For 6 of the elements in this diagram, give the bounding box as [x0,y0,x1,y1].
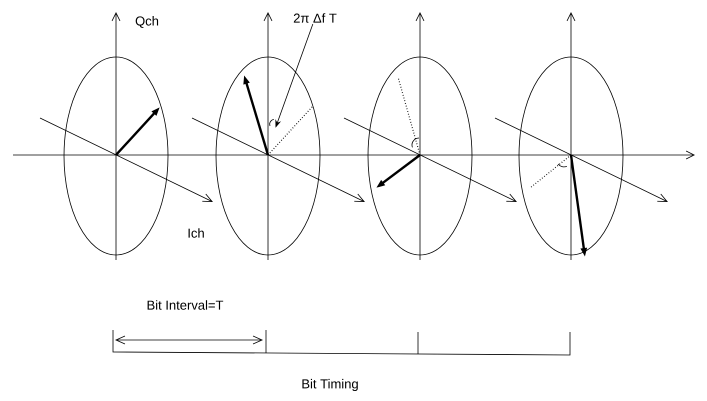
interval-label: Bit Interval=T [148,300,224,310]
angle-arc [269,118,274,126]
axis-label: Qch [136,16,158,28]
timing-label: Bit Timing [302,378,358,392]
angle-label: 2π Δf T [294,13,337,23]
axis-label: Ich [188,228,204,238]
